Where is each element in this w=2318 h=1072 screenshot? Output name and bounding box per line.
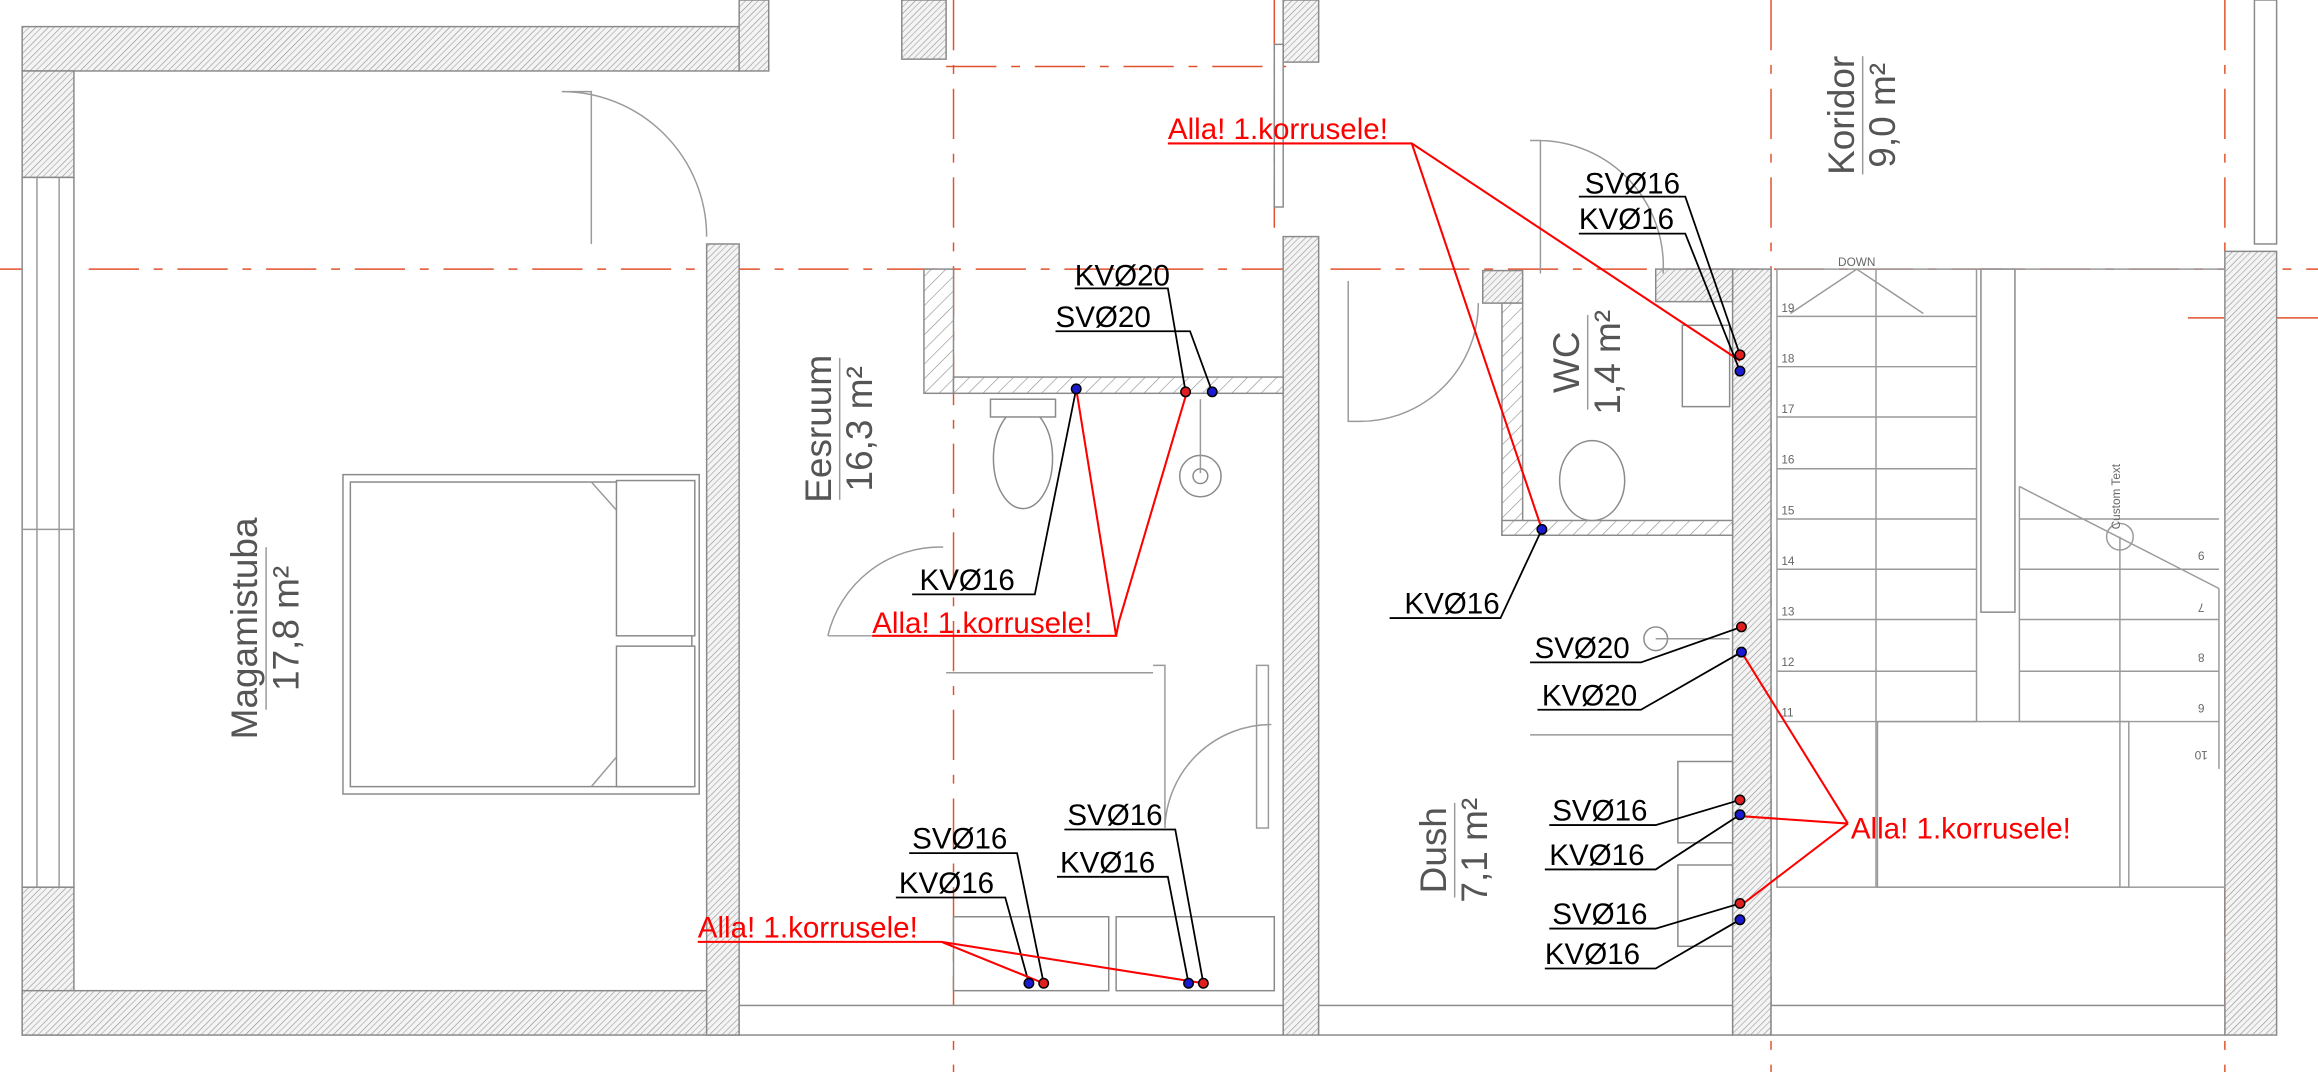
cold-water-point <box>1183 977 1195 989</box>
pipe-label: KVØ16 <box>1579 203 1674 236</box>
svg-text:7,1 m²: 7,1 m² <box>1454 798 1495 903</box>
room-koridor: Koridor 9,0 m² <box>1821 56 1903 175</box>
svg-text:9,0 m²: 9,0 m² <box>1862 63 1903 168</box>
svg-text:17,8 m²: 17,8 m² <box>266 566 307 691</box>
svg-text:Koridor: Koridor <box>1821 56 1862 175</box>
cold-water-point <box>1206 386 1218 398</box>
room-labels: Magamistuba 17,8 m² Eesruum 16,3 m² WC 1… <box>224 56 1903 903</box>
stair-step-number: 17 <box>1781 402 1794 416</box>
pipe-label: SVØ16 <box>1552 795 1647 828</box>
svg-text:16,3 m²: 16,3 m² <box>839 366 880 491</box>
pipe-label: KVØ20 <box>1075 259 1170 292</box>
pipe-label: SVØ20 <box>1534 632 1629 665</box>
pipe-label: SVØ20 <box>1056 301 1151 334</box>
stair-step-number: 18 <box>1781 352 1795 366</box>
room-eesruum: Eesruum 16,3 m² <box>798 355 880 503</box>
pipe-label: KVØ16 <box>1404 588 1499 621</box>
pipe-label: SVØ16 <box>1067 799 1162 832</box>
stair-direction-label: DOWN <box>1838 255 1875 269</box>
hot-water-point <box>1180 386 1192 398</box>
stair-step-number: 14 <box>1781 554 1795 568</box>
cold-water-point <box>1734 809 1746 821</box>
room-wc: WC 1,4 m² <box>1546 310 1628 415</box>
svg-text:Eesruum: Eesruum <box>798 355 839 503</box>
pipe-label: SVØ16 <box>1585 168 1680 201</box>
staircase: DOWN Custom Text 19 18 17 16 15 14 13 12 11 9 7 8 6 1… <box>1776 255 2226 888</box>
cold-water-point <box>1734 365 1746 377</box>
fixtures <box>946 324 1734 992</box>
note-down-floor: Alla! 1.korrusele! <box>1168 113 1388 146</box>
note-down-floor: Alla! 1.korrusele! <box>1851 812 2071 845</box>
pipe-label: KVØ16 <box>920 564 1015 597</box>
note-down-floor: Alla! 1.korrusele! <box>698 911 918 944</box>
pipe-label: SVØ16 <box>1552 898 1647 931</box>
pipe-label: KVØ16 <box>1545 938 1640 971</box>
stair-step-number: 8 <box>2198 651 2205 665</box>
hot-water-point <box>1735 621 1747 633</box>
hot-water-point <box>1038 977 1050 989</box>
stair-step-number: 7 <box>2198 600 2205 614</box>
stair-step-number: 19 <box>1781 301 1795 315</box>
cold-water-point <box>1023 977 1035 989</box>
pipe-label: SVØ16 <box>912 823 1007 856</box>
room-dush: Dush 7,1 m² <box>1413 798 1495 903</box>
svg-text:1,4 m²: 1,4 m² <box>1587 310 1628 415</box>
stair-step-number: 15 <box>1781 503 1795 517</box>
stair-step-number: 16 <box>1781 453 1795 467</box>
note-down-floor: Alla! 1.korrusele! <box>872 607 1092 640</box>
pipe-label: KVØ20 <box>1542 679 1637 712</box>
hot-water-point <box>1734 897 1746 909</box>
cold-water-point <box>1070 383 1082 395</box>
hot-water-point <box>1197 977 1209 989</box>
hot-water-point <box>1734 349 1746 361</box>
cold-water-point <box>1735 646 1747 658</box>
stair-custom-text: Custom Text <box>2109 463 2123 529</box>
pipe-label: KVØ16 <box>1549 839 1644 872</box>
svg-text:Dush: Dush <box>1413 807 1454 893</box>
stair-step-number: 11 <box>1781 706 1793 720</box>
cold-water-point <box>1536 523 1548 535</box>
pipe-label: KVØ16 <box>1060 846 1155 879</box>
stair-step-number: 6 <box>2198 701 2205 715</box>
pipe-label: KVØ16 <box>899 867 994 900</box>
bed <box>342 473 700 795</box>
pipe-points <box>1023 349 1747 989</box>
svg-text:WC: WC <box>1546 331 1587 393</box>
stair-step-number: 10 <box>2194 748 2208 762</box>
cold-water-point <box>1734 914 1746 926</box>
doors <box>561 90 1665 829</box>
room-magamistuba: Magamistuba 17,8 m² <box>224 517 306 739</box>
walls <box>21 0 2278 1036</box>
leader-lines <box>697 142 1849 985</box>
stair-step-number: 13 <box>1781 604 1795 618</box>
stair-step-number: 12 <box>1781 655 1794 669</box>
hot-water-point <box>1734 794 1746 806</box>
stair-step-number: 9 <box>2198 549 2205 563</box>
annotations: Alla! 1.korrusele! Alla! 1.korrusele! Al… <box>698 113 2071 971</box>
svg-text:Magamistuba: Magamistuba <box>224 517 265 739</box>
